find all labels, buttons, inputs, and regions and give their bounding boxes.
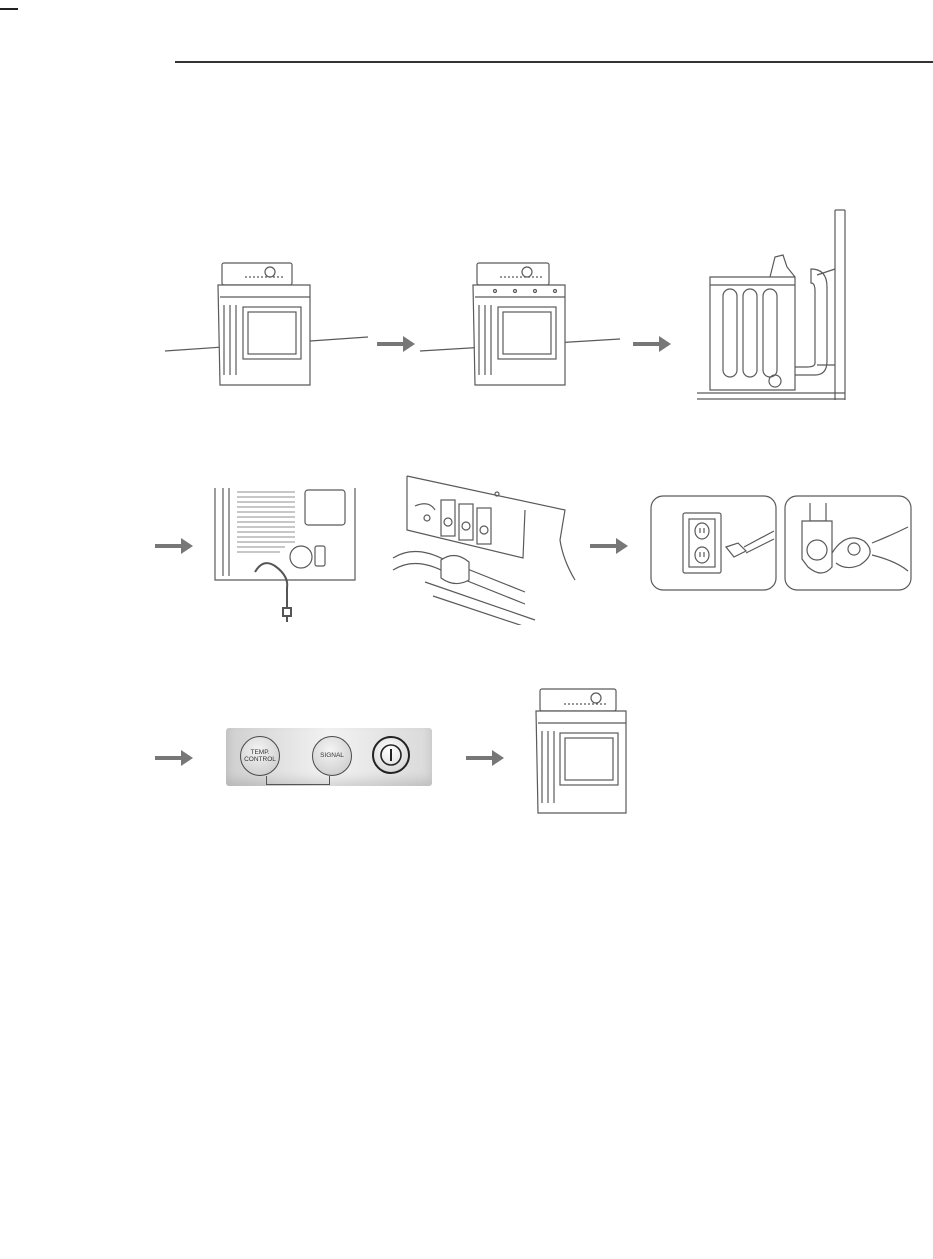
- temp-control-button: TEMP. CONTROL: [240, 736, 280, 776]
- right-arrow-icon: [155, 537, 193, 555]
- step-6-power-outlet-illustration: [650, 495, 915, 593]
- temp-control-label-line1: TEMP.: [244, 749, 276, 757]
- corner-mark: [0, 8, 18, 10]
- step-1-dryer-level-illustration: [160, 255, 375, 405]
- power-button: [372, 736, 410, 774]
- step-2-dryer-leveling-illustration: [415, 255, 630, 405]
- right-arrow-icon: [633, 335, 671, 353]
- signal-label: SIGNAL: [320, 752, 344, 760]
- right-arrow-icon: [466, 749, 504, 767]
- press-together-bracket: [266, 776, 330, 785]
- right-arrow-icon: [155, 749, 193, 767]
- right-arrow-icon: [590, 537, 628, 555]
- step-8-dryer-ready-illustration: [528, 685, 638, 820]
- signal-button: SIGNAL: [312, 736, 352, 776]
- header-rule: [175, 61, 933, 63]
- temp-control-label-line2: CONTROL: [244, 756, 276, 764]
- power-icon: [374, 738, 408, 772]
- step-4-dryer-back-hose-illustration: [205, 480, 365, 625]
- control-panel-illustration: TEMP. CONTROL SIGNAL: [226, 728, 432, 786]
- right-arrow-icon: [377, 335, 415, 353]
- step-3-exhaust-duct-illustration: [695, 205, 865, 405]
- step-5-terminal-block-illustration: [385, 470, 585, 625]
